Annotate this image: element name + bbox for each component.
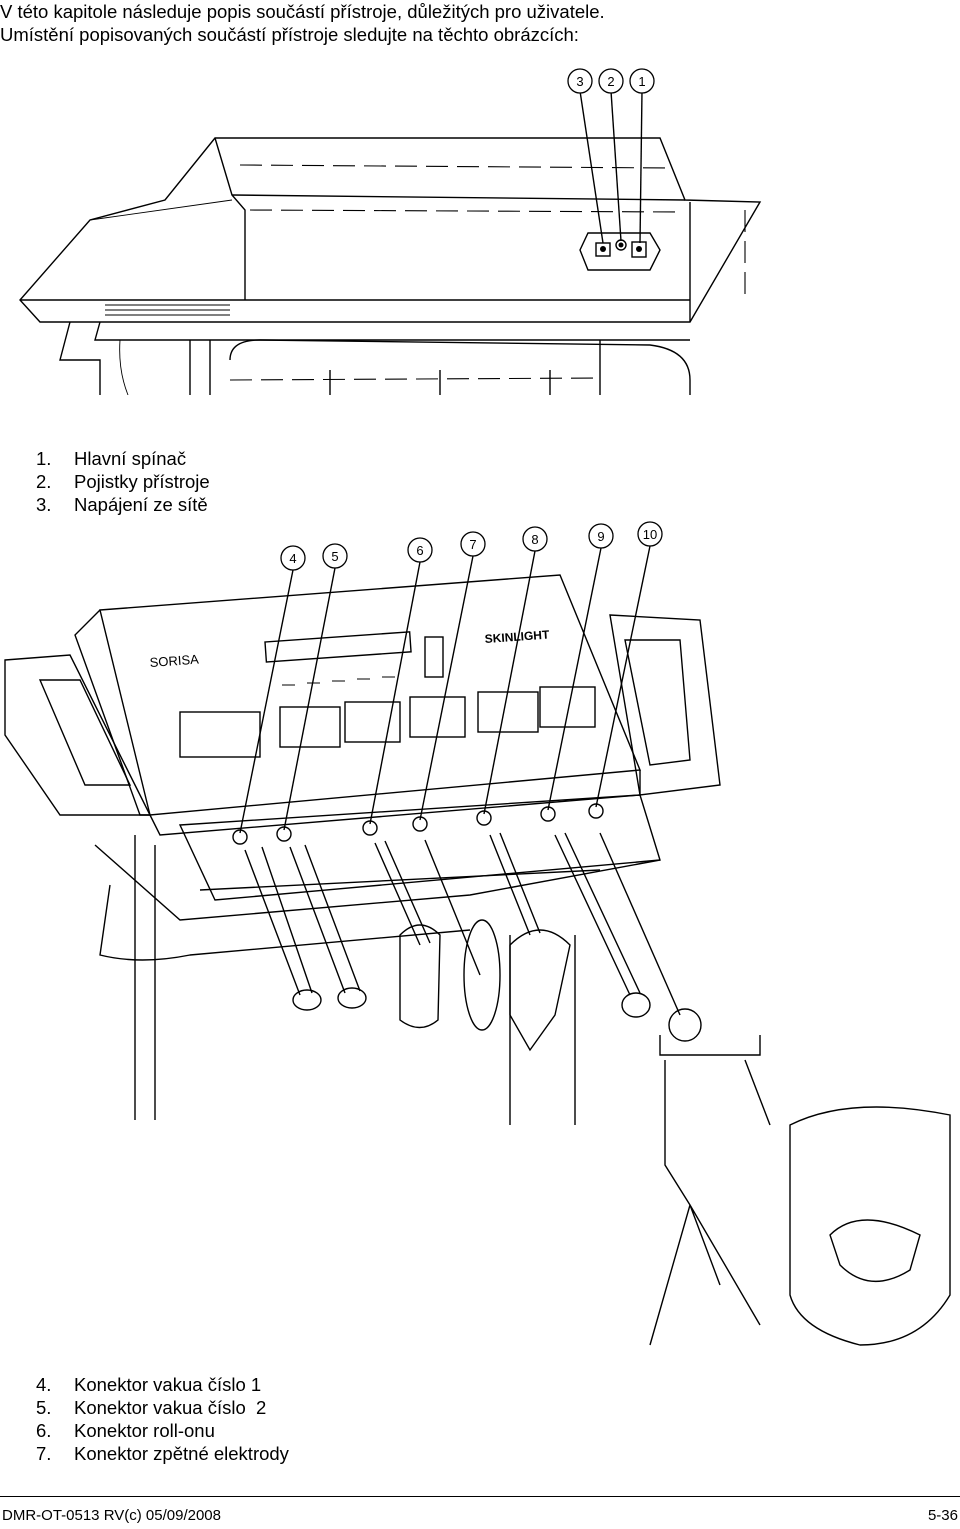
figure-device-front: SORISA SKINLIGHT xyxy=(0,515,960,1365)
brand-logo: SORISA xyxy=(149,652,199,670)
svg-text:2: 2 xyxy=(607,74,614,89)
list-item: 1.Hlavní spínač xyxy=(36,448,187,469)
svg-text:10: 10 xyxy=(643,527,657,542)
device-rear-drawing: 3 2 1 xyxy=(19,68,762,395)
list-item: 4.Konektor vakua číslo 1 xyxy=(36,1374,262,1395)
svg-text:6: 6 xyxy=(416,543,423,558)
page-footer: DMR-OT-0513 RV(c) 05/09/2008 5-36 xyxy=(0,1496,960,1529)
product-logo: SKINLIGHT xyxy=(484,627,550,646)
list-item: 6.Konektor roll-onu xyxy=(36,1420,215,1441)
list-item: 2.Pojistky přístroje xyxy=(36,471,210,492)
component-list-2: 4.Konektor vakua číslo 1 5.Konektor vaku… xyxy=(36,1373,289,1465)
svg-text:1: 1 xyxy=(638,74,645,89)
callout-9: 9 xyxy=(588,523,614,549)
callout-1: 1 xyxy=(629,68,655,94)
intro-text: V této kapitole následuje popis součástí… xyxy=(0,0,605,46)
svg-text:9: 9 xyxy=(597,529,604,544)
intro-line-2: Umístění popisovaných součástí přístroje… xyxy=(0,24,579,45)
callout-8: 8 xyxy=(522,526,548,552)
callout-7: 7 xyxy=(460,531,486,557)
callout-6: 6 xyxy=(407,537,433,563)
list-item: 3.Napájení ze sítě xyxy=(36,494,208,515)
callout-2: 2 xyxy=(598,68,624,94)
svg-text:3: 3 xyxy=(576,74,583,89)
component-list-1: 1.Hlavní spínač 2.Pojistky přístroje 3.N… xyxy=(36,447,210,516)
callout-5: 5 xyxy=(322,543,348,569)
svg-text:4: 4 xyxy=(289,551,296,566)
svg-text:8: 8 xyxy=(531,532,538,547)
page-number: 5-36 xyxy=(927,1507,958,1524)
intro-line-1: V této kapitole následuje popis součástí… xyxy=(0,1,605,22)
list-item: 7.Konektor zpětné elektrody xyxy=(36,1443,289,1464)
figure-device-rear: 3 2 1 xyxy=(0,60,960,395)
list-item: 5.Konektor vakua číslo 2 xyxy=(36,1397,267,1418)
callout-10: 10 xyxy=(637,521,663,547)
callout-4: 4 xyxy=(280,545,306,571)
device-front-drawing: SORISA SKINLIGHT xyxy=(4,521,951,1346)
callout-3: 3 xyxy=(567,68,593,94)
svg-text:7: 7 xyxy=(469,537,476,552)
svg-text:5: 5 xyxy=(331,549,338,564)
document-reference: DMR-OT-0513 RV(c) 05/09/2008 xyxy=(2,1507,221,1524)
